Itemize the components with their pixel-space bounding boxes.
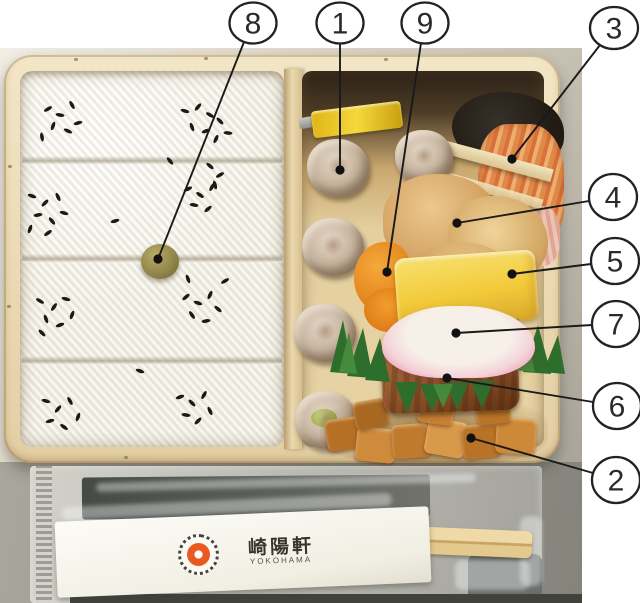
callout-circle-6	[591, 381, 640, 431]
bento-photo: 崎陽軒 YOKOHAMA	[0, 48, 582, 603]
callout-circle-8	[228, 1, 278, 45]
callout-circle-1	[315, 1, 365, 45]
shumai-dumpling	[302, 218, 364, 276]
box-staple	[204, 57, 208, 60]
plastic-crimped-edge	[36, 466, 52, 603]
logo-orange-ring	[185, 541, 212, 568]
callout-circle-4	[587, 172, 639, 222]
box-staple	[384, 58, 388, 61]
rice-row-seam	[22, 156, 282, 165]
callout-number-5: 5	[607, 246, 624, 279]
callout-number-9: 9	[417, 8, 434, 41]
box-staple	[8, 165, 12, 168]
callout-number-2: 2	[608, 465, 625, 498]
box-staple	[7, 305, 11, 308]
kamaboko-fish-cake	[382, 306, 535, 378]
callout-circle-7	[590, 299, 640, 349]
callout-number-3: 3	[606, 13, 623, 46]
wooden-chopsticks	[419, 526, 533, 559]
callout-number-6: 6	[609, 391, 626, 424]
callout-number-7: 7	[608, 309, 625, 342]
box-staple	[124, 456, 128, 459]
shadow-strip	[70, 594, 582, 603]
callout-circle-9	[400, 1, 450, 45]
plastic-highlight	[455, 560, 530, 590]
rice-row-seam	[22, 356, 282, 365]
callout-circle-3	[588, 5, 640, 51]
white-rice-compartment	[20, 71, 284, 447]
shumai-dumpling	[294, 304, 356, 362]
callout-circle-5	[589, 236, 640, 286]
callout-number-1: 1	[332, 8, 349, 41]
callout-circle-2	[590, 455, 640, 505]
pickled-green-plum	[141, 244, 179, 279]
callout-number-8: 8	[245, 8, 262, 41]
compartment-divider	[284, 69, 302, 449]
sesame-cluster	[27, 101, 233, 430]
box-staple	[74, 58, 78, 61]
shumai-dumpling	[307, 139, 369, 197]
callout-number-4: 4	[605, 182, 622, 215]
